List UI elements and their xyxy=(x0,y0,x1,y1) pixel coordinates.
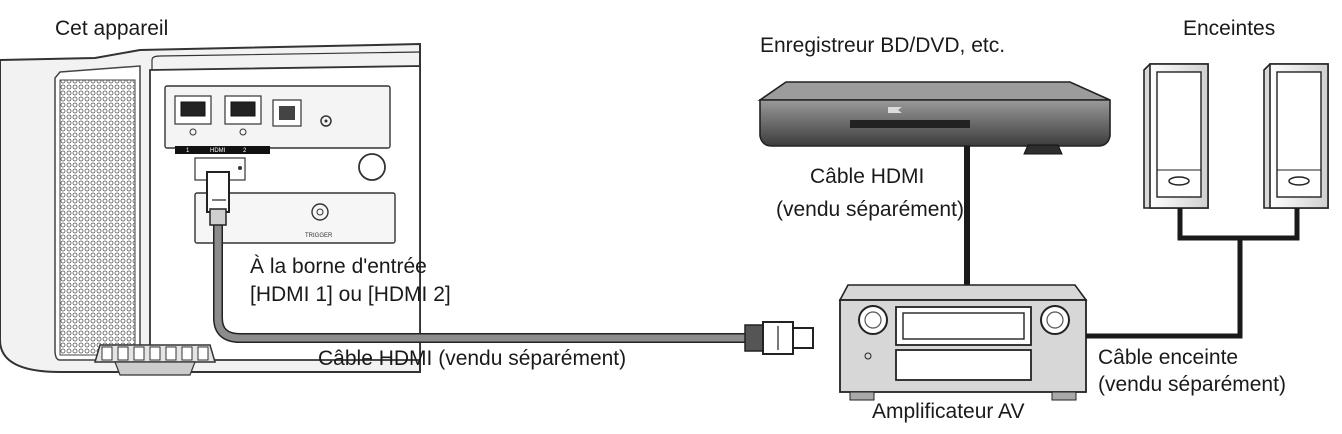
label-amplifier: Amplificateur AV xyxy=(872,400,1025,423)
speaker-cable xyxy=(1086,208,1300,339)
panel-label-port-2: 2 xyxy=(243,148,247,154)
bd-dvd-recorder xyxy=(757,81,1111,155)
label-input-terminal-1: À la borne d'entrée xyxy=(250,255,427,278)
projector-device: 1 HDMI 2 TRIGGER xyxy=(0,42,421,376)
label-speaker-cable-2: (vendu séparément) xyxy=(1098,373,1286,396)
label-input-terminal-2: [HDMI 1] ou [HDMI 2] xyxy=(250,283,451,306)
panel-label-port-1: 1 xyxy=(186,148,190,154)
label-speakers: Enceintes xyxy=(1183,17,1276,40)
label-recorder: Enregistreur BD/DVD, etc. xyxy=(760,34,1006,57)
label-speaker-cable-1: Câble enceinte xyxy=(1098,346,1239,369)
projector-vent-grille xyxy=(59,79,136,356)
speaker-right xyxy=(1263,63,1329,209)
av-amplifier xyxy=(838,284,1088,401)
label-hdmi-cable-recorder-1: Câble HDMI xyxy=(810,165,925,188)
panel-label-port-hdmi: HDMI xyxy=(210,148,226,154)
hdmi-cable-main xyxy=(206,171,814,355)
label-device: Cet appareil xyxy=(55,17,169,40)
speaker-left xyxy=(1143,63,1209,209)
label-hdmi-cable-main: Câble HDMI (vendu séparément) xyxy=(318,347,627,370)
label-hdmi-cable-recorder-2: (vendu séparément) xyxy=(776,198,964,221)
projector-foot xyxy=(93,344,217,376)
panel-label-trigger: TRIGGER xyxy=(305,233,333,239)
